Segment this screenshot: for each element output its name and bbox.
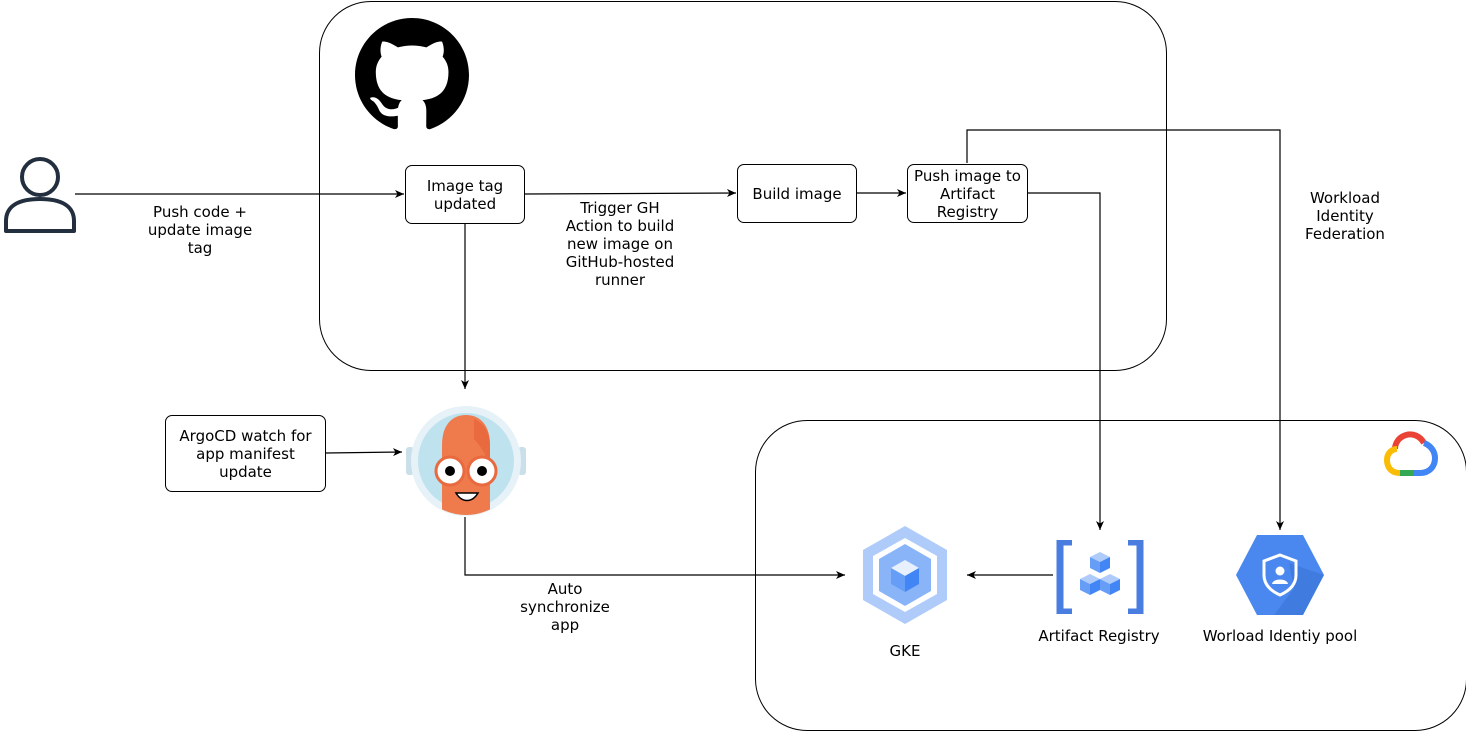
push-image-node[interactable]: Push image to Artifact Registry [907,164,1028,223]
gke-icon [863,526,947,624]
push-code-label: Push code + update image tag [147,203,253,257]
argocd-watch-node[interactable]: ArgoCD watch for app manifest update [165,415,326,492]
workload-identity-pool-icon [1236,535,1324,615]
edge-watch-to-argocd [325,448,403,457]
argocd-icon [406,406,526,516]
auto-sync-label: Auto synchronize app [520,580,610,634]
edge-image-tag-to-build [524,189,737,198]
artifact-registry-icon [1056,540,1144,614]
push-image-label: Push image to Artifact Registry [914,166,1021,221]
github-container [319,1,1167,371]
edge-workload-identity-federation [966,129,1284,530]
artifact-registry-label: Artifact Registry [1038,627,1160,645]
google-cloud-icon [1384,431,1438,476]
argocd-watch-label: ArgoCD watch for app manifest update [179,426,312,481]
image-tag-updated-label: Image tag updated [426,176,504,213]
edge-argocd-to-gke [464,517,845,579]
image-tag-updated-node[interactable]: Image tag updated [405,165,525,224]
github-icon [355,18,469,130]
gke-label: GKE [889,642,921,660]
workload-identity-federation-label: Workload Identity Federation [1305,189,1385,243]
build-image-node[interactable]: Build image [737,164,857,223]
edge-push-to-artifact-registry [1028,192,1104,530]
build-image-label: Build image [752,184,842,203]
user-icon [4,157,76,233]
trigger-gh-label: Trigger GH Action to build new image on … [565,199,675,289]
workload-pool-label: Worload Identiy pool [1202,627,1358,645]
